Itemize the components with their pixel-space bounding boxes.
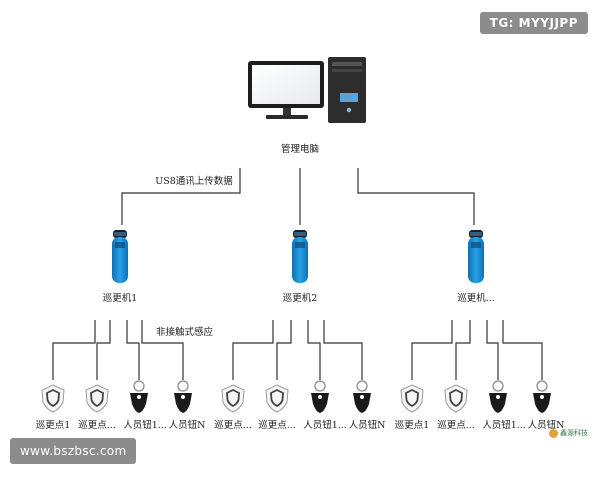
top-connections [121, 168, 475, 225]
corner-logo: 鑫源科技 [549, 428, 588, 438]
personnel-key-icon [129, 380, 149, 414]
tag-connection-line [52, 320, 96, 380]
personnel-key-icon [173, 380, 193, 414]
personnel-key-icon [352, 380, 372, 414]
patroller-device-2 [292, 230, 308, 283]
patroller-label-2: 巡更机2 [283, 292, 318, 304]
tag-label: 巡更点... [258, 420, 296, 431]
tag-connection-line [276, 320, 292, 380]
tag-label: 巡更点1 [36, 420, 71, 431]
tag-label: 巡更点1 [395, 420, 430, 431]
group-connections [52, 320, 543, 380]
tag-connection-line [411, 320, 453, 380]
personnel-key-icon [532, 380, 552, 414]
personnel-key-icon [310, 380, 330, 414]
tag-connection-line [232, 320, 274, 380]
tag-label: 人员钮1... [123, 419, 167, 431]
tag-group-1 [41, 380, 193, 414]
tag-label: 人员钮1... [482, 419, 526, 431]
tag-label: 巡更点... [437, 420, 475, 431]
logo-text: 鑫源科技 [560, 429, 588, 437]
tag-label: 人员钮N [169, 419, 206, 431]
patroller-device-3 [468, 230, 484, 283]
tag-connection-line [307, 320, 321, 380]
tag-label: 人员钮N [528, 419, 565, 431]
tag-connection-line [141, 320, 184, 380]
checkpoint-tag-icon [41, 384, 65, 413]
patroller-device-1 [112, 230, 128, 283]
contactless-label: 非接触式感应 [156, 326, 214, 338]
tag-connection-line [455, 320, 471, 380]
usb-link-label: US8通讯上传数据 [155, 175, 233, 187]
tag-connection-line [323, 320, 363, 380]
tag-connection-line [96, 320, 111, 380]
checkpoint-tag-icon [265, 384, 289, 413]
checkpoint-tag-icon [444, 384, 468, 413]
patroller-label-1: 巡更机1 [103, 292, 138, 304]
checkpoint-tag-icon [85, 384, 109, 413]
tag-group-2 [221, 380, 372, 414]
tag-connection-line [502, 320, 543, 380]
tag-label: 巡更点... [214, 420, 252, 431]
tag-label: 巡更点... [78, 420, 116, 431]
checkpoint-tag-icon [221, 384, 245, 413]
checkpoint-tag-icon [400, 384, 424, 413]
watermark-bottom: www.bszbsc.com [10, 438, 137, 464]
tag-group-3 [400, 380, 552, 414]
patroller-label-3: 巡更机... [457, 292, 495, 304]
watermark-top: TG: MYYJJPP [479, 12, 588, 34]
tag-connection-line [486, 320, 499, 380]
tag-connection-line [126, 320, 140, 380]
tag-label: 人员钮N [349, 419, 386, 431]
personnel-key-icon [488, 380, 508, 414]
tag-label: 人员钮1... [303, 419, 347, 431]
computer-label: 管理电脑 [281, 143, 319, 155]
logo-icon [549, 428, 558, 438]
computer-illustration [248, 57, 366, 123]
